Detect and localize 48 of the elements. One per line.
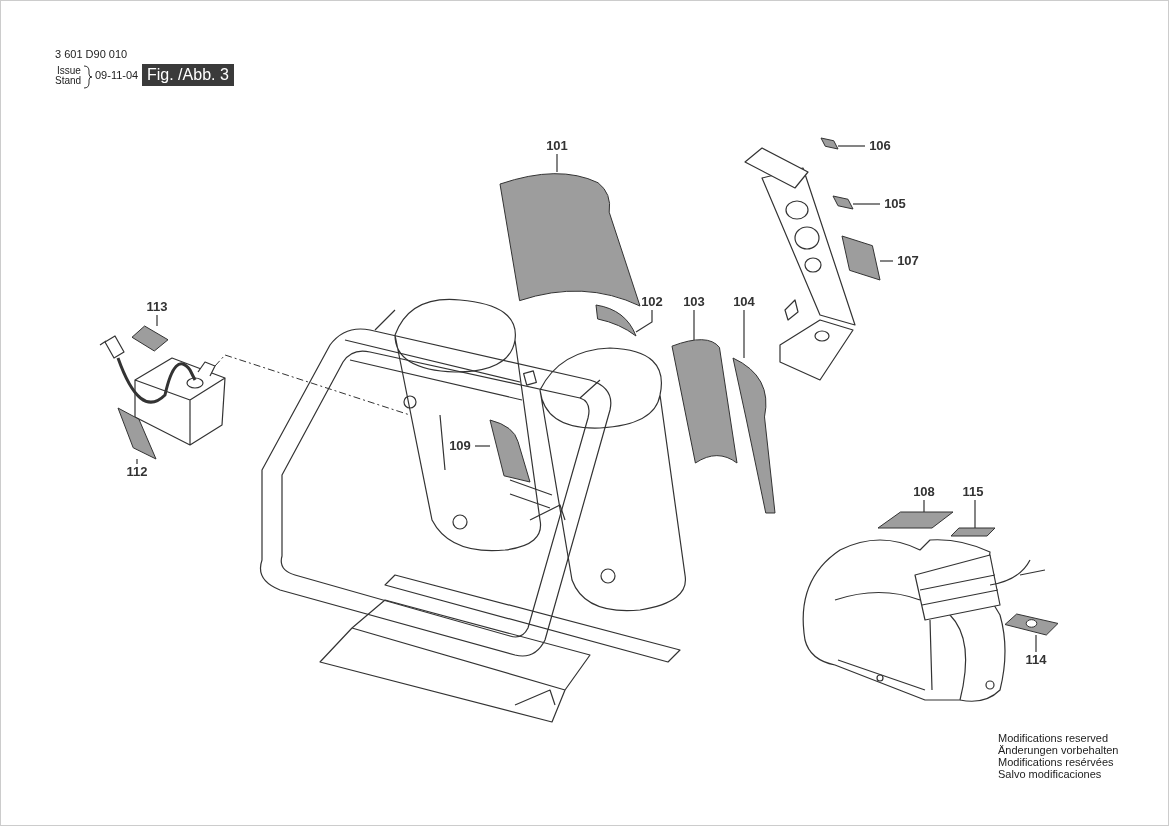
callout-number: 106 [865,138,895,154]
leader-line [693,309,695,341]
note-text: Salvo modificaciones [998,768,1102,780]
note-text: Änderungen vorbehalten [998,744,1119,756]
label-sticker [132,326,168,351]
callout-number: 102 [637,294,667,310]
leader-line [556,153,558,173]
label-sticker [1005,614,1058,635]
label-sticker [733,358,775,513]
leader-line [923,499,925,513]
leader-line [474,445,491,447]
label-sticker [118,408,156,459]
note-text: Modifications reserved [998,732,1109,744]
leader-line [1035,634,1037,653]
callout-number: 114 [1021,652,1051,668]
callout-number: 115 [958,484,988,500]
callout-number: 107 [893,253,923,269]
label-sticker [878,512,953,528]
label-sticker [951,528,995,536]
label-sticker [596,305,636,336]
callout-number: 109 [445,438,475,454]
note-text: Modifications resérvées [998,756,1114,768]
leader-line [635,309,653,333]
label-sticker [821,138,838,149]
callout-number: 108 [909,484,939,500]
callout-number: 103 [679,294,709,310]
part-number: 3 601 D90 010 [55,48,128,60]
callout-number: 104 [729,294,759,310]
label-sticker [672,340,737,463]
label-sticker [842,236,880,280]
leader-line [156,314,158,327]
callout-number: 105 [880,196,910,212]
leader-line [974,499,976,529]
date-text: 09-11-04 [95,69,139,81]
leader-line [852,203,881,205]
leader-line [743,309,745,359]
callout-number: 112 [122,464,152,480]
issue-label: Issue [57,65,81,76]
label-sticker [833,196,853,209]
leader-line [879,260,894,262]
leader-line [837,145,866,147]
figure-badge: Fig. /Abb. 3 [142,64,234,86]
callout-number: 113 [142,299,172,315]
callout-number: 101 [542,138,572,154]
issue-label: Stand [55,75,82,86]
leader-line [136,458,138,465]
label-sticker [490,420,530,482]
label-sticker [500,172,640,306]
